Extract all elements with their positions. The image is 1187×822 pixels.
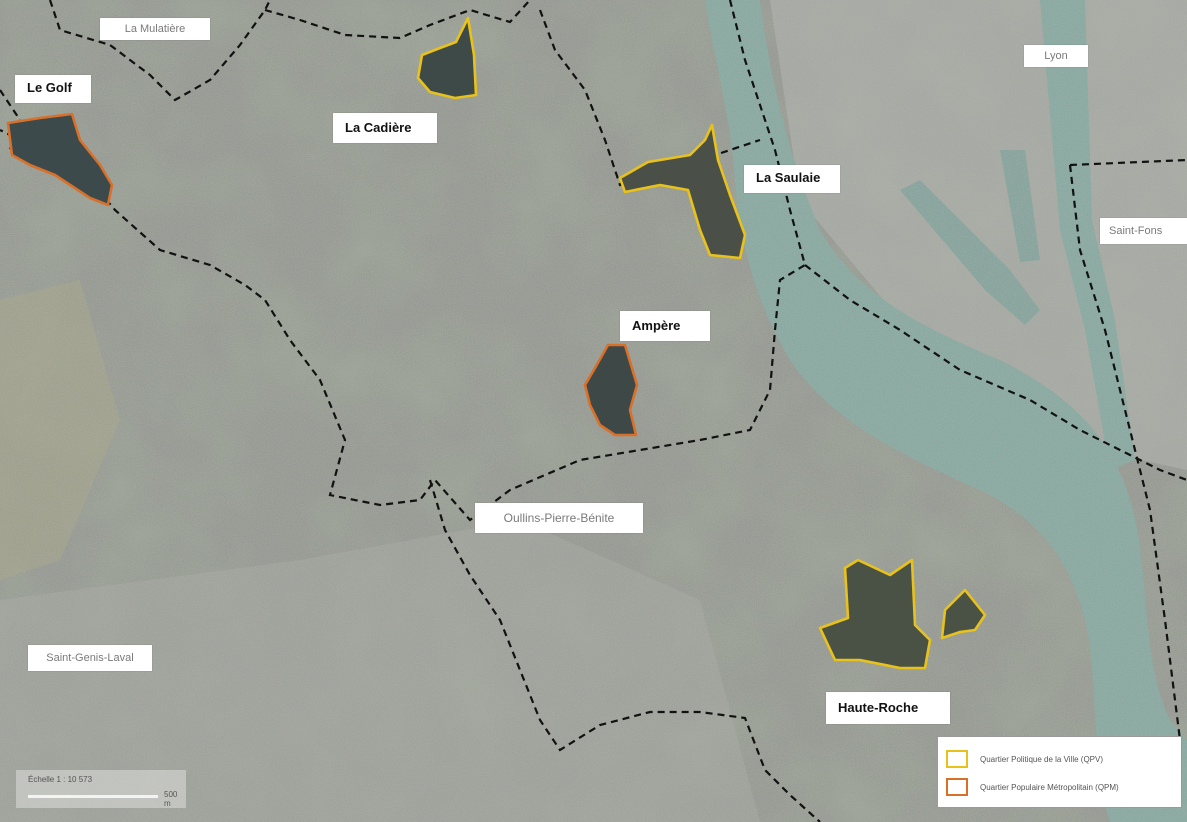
boundary-line (1069, 158, 1187, 167)
district-haute-roche-main (818, 558, 932, 670)
boundary-line (0, 0, 807, 522)
quartier-label-ampere: Ampère (620, 311, 710, 341)
district-ampere (583, 343, 639, 437)
boundary-line (804, 264, 1187, 482)
commune-label-saint-genis-laval: Saint-Genis-Laval (28, 645, 152, 671)
legend-swatch-qpm (946, 778, 968, 796)
legend-label-qpv: Quartier Politique de la Ville (QPV) (980, 754, 1104, 764)
district-la-saulaie (618, 123, 747, 260)
quartier-label-la-saulaie: La Saulaie (744, 165, 840, 193)
quartier-label-haute-roche: Haute-Roche (826, 692, 950, 724)
district-haute-roche-east (940, 588, 987, 640)
district-la-cadiere (416, 16, 478, 100)
district-le-golf (6, 112, 114, 207)
commune-label-saint-fons: Saint-Fons (1100, 218, 1187, 244)
boundary-line (48, 0, 271, 102)
quartier-label-la-cadiere: La Cadière (333, 113, 437, 143)
commune-label-oullins-pierre-benite: Oullins-Pierre-Bénite (475, 503, 643, 533)
district-polygons (6, 16, 987, 670)
commune-label-lyon: Lyon (1024, 45, 1088, 67)
scale-text: Échelle 1 : 10 573 (28, 775, 93, 784)
boundary-line (1068, 164, 1182, 741)
scale-bar (28, 795, 158, 798)
legend-label-qpm: Quartier Populaire Métropolitain (QPM) (980, 782, 1119, 792)
scale-end-label: 500 m (164, 790, 178, 808)
map-legend: Quartier Politique de la Ville (QPV) Qua… (937, 736, 1182, 808)
boundary-line (428, 479, 821, 822)
quartier-label-le-golf: Le Golf (15, 75, 91, 103)
commune-label-la-mulatiere: La Mulatière (100, 18, 210, 40)
legend-item-qpm: Quartier Populaire Métropolitain (QPM) (946, 773, 1173, 801)
legend-swatch-qpv (946, 750, 968, 768)
legend-item-qpv: Quartier Politique de la Ville (QPV) (946, 745, 1173, 773)
map-scale: Échelle 1 : 10 573 500 m (16, 770, 186, 808)
